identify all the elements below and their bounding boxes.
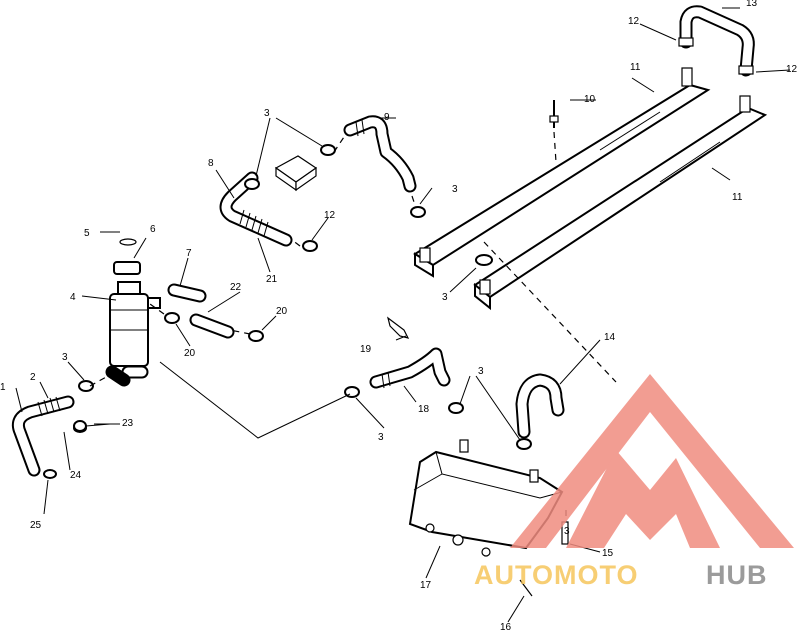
callout-3: 3 (452, 184, 458, 195)
hose-22 (189, 313, 235, 339)
callout-19: 19 (360, 344, 372, 355)
callout-12: 12 (786, 64, 798, 75)
watermark-triangle-outer (510, 374, 794, 548)
callout-2: 2 (30, 372, 36, 383)
callout-6: 6 (150, 224, 156, 235)
heat-exchanger-rail-lower (473, 95, 768, 311)
hose-18 (369, 347, 451, 389)
automotohub-watermark-logo: AUTOMOTO HUB (474, 374, 794, 590)
tube-7 (167, 283, 207, 303)
hose-1 (11, 395, 75, 477)
callout-21: 21 (266, 274, 278, 285)
callout-3: 3 (378, 432, 384, 443)
callout-10: 10 (584, 94, 596, 105)
connector-block (274, 155, 318, 192)
watermark-text-automoto: AUTOMOTO (474, 560, 639, 590)
callout-17: 17 (420, 580, 432, 591)
callout-7: 7 (186, 248, 192, 259)
hose-13 (678, 5, 755, 77)
callout-20: 20 (276, 306, 288, 317)
callout-5: 5 (84, 228, 90, 239)
hose-8 (219, 171, 293, 247)
callout-3: 3 (264, 108, 270, 119)
watermark-text-hub: HUB (706, 560, 768, 590)
callout-9: 9 (384, 112, 390, 123)
callout-24: 24 (70, 470, 82, 481)
callout-8: 8 (208, 158, 214, 169)
callout-1: 1 (0, 382, 6, 393)
callout-18: 18 (418, 404, 430, 415)
callout-11: 11 (732, 192, 743, 203)
callout-3: 3 (442, 292, 448, 303)
callout-3: 3 (478, 366, 484, 377)
fitting-23 (73, 420, 111, 432)
callout-3: 3 (564, 526, 570, 537)
callout-3: 3 (62, 352, 68, 363)
hose-9 (343, 115, 417, 193)
callout-20: 20 (184, 348, 196, 359)
callout-11: 11 (630, 62, 641, 73)
callout-14: 14 (604, 332, 616, 343)
callout-4: 4 (70, 292, 76, 303)
cooler-tank (408, 439, 569, 597)
heat-exchanger-rail-upper (413, 67, 711, 278)
callout-12: 12 (324, 210, 336, 221)
callout-22: 22 (230, 282, 242, 293)
callout-16: 16 (500, 622, 512, 631)
callout-13: 13 (746, 0, 758, 9)
callout-15: 15 (602, 548, 614, 559)
callout-23: 23 (122, 418, 134, 429)
watermark-triangle-inner (566, 450, 720, 548)
coupler-19 (387, 316, 410, 339)
coolant-reservoir (105, 238, 161, 387)
callout-12: 12 (628, 16, 640, 27)
callout-25: 25 (30, 520, 42, 531)
bolt-10 (549, 100, 559, 163)
hose-14 (515, 373, 565, 439)
